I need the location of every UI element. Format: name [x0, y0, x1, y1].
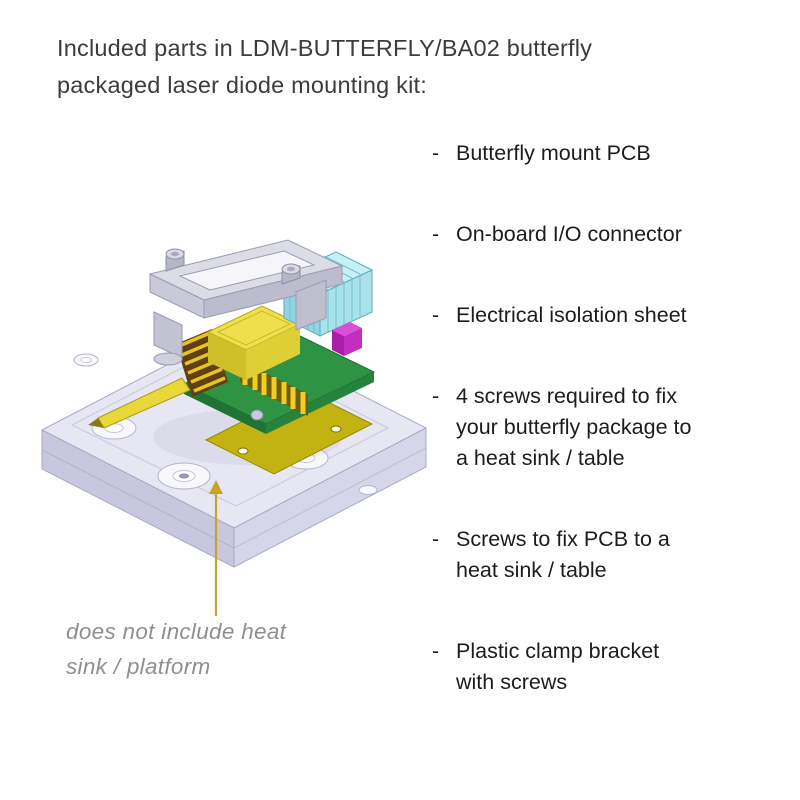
- parts-list: - Butterfly mount PCB - On-board I/O con…: [432, 138, 772, 748]
- pcb-edge: [184, 384, 266, 434]
- list-item-dash: -: [432, 527, 440, 551]
- list-item-clamp-bracket: - Plastic clamp bracket with screws: [432, 636, 772, 698]
- list-item-line: On-board I/O connector: [456, 222, 682, 246]
- clamp-opening: [180, 251, 314, 290]
- list-item-text: 4 screws required to fix your butterfly …: [456, 381, 772, 474]
- pcb-render: [182, 331, 376, 434]
- callout-arrowhead: [209, 480, 223, 494]
- kit-illustration-svg: [40, 239, 428, 568]
- list-item-text: On-board I/O connector: [456, 219, 772, 250]
- list-item-io-connector: - On-board I/O connector: [432, 219, 772, 250]
- list-item-line: your butterfly package to: [456, 415, 692, 439]
- clamp-screw: [165, 248, 185, 272]
- list-item-text: Plastic clamp bracket with screws: [456, 636, 772, 698]
- list-item-dash: -: [432, 303, 440, 327]
- list-item-dash: -: [432, 639, 440, 663]
- list-item-butterfly-mount-pcb: - Butterfly mount PCB: [432, 138, 772, 169]
- list-item-package-screws: - 4 screws required to fix your butterfl…: [432, 381, 772, 474]
- list-item-pcb-screws: - Screws to fix PCB to a heat sink / tab…: [432, 524, 772, 586]
- list-item-isolation-sheet: - Electrical isolation sheet: [432, 300, 772, 331]
- list-item-dash: -: [432, 141, 440, 165]
- heat-sink-hole: [358, 485, 378, 495]
- list-item-line: Electrical isolation sheet: [456, 303, 687, 327]
- clamp-foot: [153, 352, 183, 366]
- list-item-line: a heat sink / table: [456, 446, 625, 470]
- callout-line: [209, 480, 223, 616]
- clamp-left-face: [149, 273, 205, 319]
- heat-sink-hole: [73, 353, 99, 367]
- list-item-text: Electrical isolation sheet: [456, 300, 772, 331]
- list-item-line: Screws to fix PCB to a: [456, 527, 670, 551]
- heat-sink-hole: [157, 462, 211, 490]
- package-lid-line: [216, 310, 292, 346]
- caption-note: does not include heat sink / platform: [66, 614, 366, 684]
- page-title-line2: packaged laser diode mounting kit:: [57, 72, 427, 98]
- page-title: Included parts in LDM-BUTTERFLY/BA02 but…: [57, 30, 737, 104]
- list-item-line: with screws: [456, 670, 568, 694]
- fiber-tip: [88, 418, 104, 428]
- kit-illustration: [38, 232, 430, 568]
- list-item-line: Plastic clamp bracket: [456, 639, 660, 663]
- heat-sink-step-edge: [41, 449, 235, 549]
- caption-line1: does not include heat: [66, 619, 287, 644]
- pcb-edge: [266, 372, 374, 434]
- page-title-line1: Included parts in LDM-BUTTERFLY/BA02 but…: [57, 35, 593, 61]
- list-item-dash: -: [432, 222, 440, 246]
- pcb-screw: [250, 409, 264, 421]
- caption-line2: sink / platform: [66, 654, 211, 679]
- clamp-bracket-render: [148, 239, 344, 366]
- clamp-screw: [281, 263, 301, 285]
- heat-sink-step-edge: [233, 447, 427, 549]
- magenta-component-render: [332, 322, 362, 356]
- list-item-line: Butterfly mount PCB: [456, 141, 651, 165]
- list-item-text: Screws to fix PCB to a heat sink / table: [456, 524, 772, 586]
- list-item-line: heat sink / table: [456, 558, 607, 582]
- clamp-right-leg: [295, 279, 327, 331]
- list-item-line: 4 screws required to fix: [456, 384, 678, 408]
- clamp-left-leg: [153, 311, 183, 359]
- list-item-dash: -: [432, 384, 440, 408]
- package-left-face: [208, 332, 246, 380]
- package-right-face: [246, 324, 300, 380]
- list-item-text: Butterfly mount PCB: [456, 138, 772, 169]
